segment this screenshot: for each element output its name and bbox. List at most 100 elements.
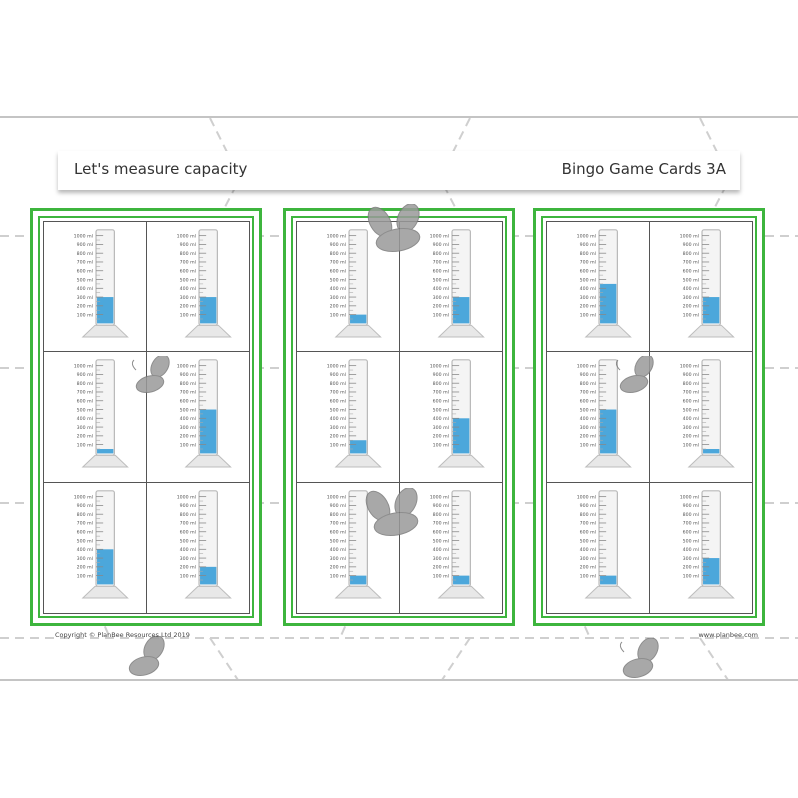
- scale-label: 600 ml: [432, 529, 448, 535]
- scale-label: 500 ml: [329, 538, 345, 544]
- scale-label: 900 ml: [179, 503, 195, 509]
- cylinder-base: [334, 324, 382, 338]
- scale-label: 200 ml: [179, 434, 195, 440]
- scale-label: 300 ml: [682, 556, 698, 562]
- scale-label: 300 ml: [329, 556, 345, 562]
- scale-label: 300 ml: [179, 556, 195, 562]
- scale-label: 1000 ml: [176, 233, 195, 239]
- scale-label: 800 ml: [432, 251, 448, 257]
- scale-label: 500 ml: [179, 538, 195, 544]
- scale-label: 100 ml: [682, 312, 698, 318]
- scale-label: 700 ml: [682, 521, 698, 527]
- scale-label: 600 ml: [579, 268, 595, 274]
- scale-label: 800 ml: [179, 251, 195, 257]
- scale-label: 800 ml: [682, 512, 698, 518]
- copyright-text: Copyright © PlanBee Resources Ltd 2019: [55, 631, 190, 639]
- scale-label: 1000 ml: [429, 233, 448, 239]
- cylinder-base: [334, 585, 382, 599]
- scale-label: 400 ml: [579, 416, 595, 422]
- scale-label: 200 ml: [179, 565, 195, 571]
- liquid-level: [452, 296, 469, 323]
- scale-label: 100 ml: [329, 573, 345, 579]
- scale-label: 800 ml: [329, 512, 345, 518]
- scale-label: 300 ml: [76, 425, 92, 431]
- scale-label: 300 ml: [179, 294, 195, 300]
- liquid-level: [349, 314, 366, 323]
- bingo-card-1: 1000 ml 900 ml 800 ml 700 ml 600 ml 500 ml 400…: [30, 208, 262, 626]
- liquid-level: [702, 449, 719, 454]
- scale-label: 500 ml: [76, 408, 92, 414]
- cylinder-base: [584, 585, 632, 599]
- scale-label: 700 ml: [179, 259, 195, 265]
- scale-label: 1000 ml: [679, 494, 698, 500]
- cylinder-base: [184, 324, 232, 338]
- scale-label: 900 ml: [579, 372, 595, 378]
- cylinder-base: [437, 324, 485, 338]
- scale-label: 1000 ml: [73, 364, 92, 370]
- scale-label: 300 ml: [432, 556, 448, 562]
- scale-label: 800 ml: [76, 512, 92, 518]
- scale-label: 600 ml: [179, 268, 195, 274]
- liquid-level: [349, 440, 366, 454]
- liquid-level: [199, 296, 216, 323]
- scale-label: 600 ml: [579, 529, 595, 535]
- scale-label: 300 ml: [76, 556, 92, 562]
- scale-label: 1000 ml: [429, 364, 448, 370]
- liquid-level: [599, 409, 616, 454]
- scale-label: 200 ml: [432, 434, 448, 440]
- scale-label: 800 ml: [179, 512, 195, 518]
- scale-label: 900 ml: [432, 242, 448, 248]
- page-title: Let's measure capacity: [74, 160, 248, 178]
- scale-label: 700 ml: [432, 259, 448, 265]
- scale-label: 800 ml: [432, 512, 448, 518]
- liquid-level: [702, 557, 719, 585]
- scale-label: 200 ml: [76, 434, 92, 440]
- scale-label: 500 ml: [579, 538, 595, 544]
- scale-label: 400 ml: [432, 416, 448, 422]
- scale-label: 800 ml: [179, 381, 195, 387]
- website-text: www.planbee.com: [698, 631, 758, 639]
- scale-label: 1000 ml: [326, 494, 345, 500]
- scale-label: 200 ml: [76, 565, 92, 571]
- scale-label: 500 ml: [329, 277, 345, 283]
- bee-icon: [128, 636, 165, 677]
- scale-label: 500 ml: [682, 538, 698, 544]
- scale-label: 200 ml: [579, 434, 595, 440]
- scale-label: 600 ml: [329, 399, 345, 405]
- scale-label: 1000 ml: [326, 364, 345, 370]
- scale-label: 300 ml: [76, 294, 92, 300]
- scale-label: 200 ml: [579, 565, 595, 571]
- scale-label: 900 ml: [682, 372, 698, 378]
- scale-label: 700 ml: [579, 521, 595, 527]
- cylinder-base: [584, 455, 632, 468]
- scale-label: 200 ml: [432, 565, 448, 571]
- liquid-level: [452, 575, 469, 585]
- scale-label: 800 ml: [579, 512, 595, 518]
- scale-label: 500 ml: [432, 277, 448, 283]
- scale-label: 600 ml: [432, 268, 448, 274]
- scale-label: 700 ml: [579, 390, 595, 396]
- scale-label: 900 ml: [329, 242, 345, 248]
- scale-label: 400 ml: [432, 286, 448, 292]
- liquid-level: [599, 283, 616, 323]
- scale-label: 400 ml: [76, 286, 92, 292]
- scale-label: 1000 ml: [679, 364, 698, 370]
- scale-label: 400 ml: [76, 416, 92, 422]
- title-bar: Let's measure capacity Bingo Game Cards …: [58, 151, 740, 190]
- scale-label: 100 ml: [432, 573, 448, 579]
- scale-label: 400 ml: [579, 286, 595, 292]
- scale-label: 500 ml: [329, 408, 345, 414]
